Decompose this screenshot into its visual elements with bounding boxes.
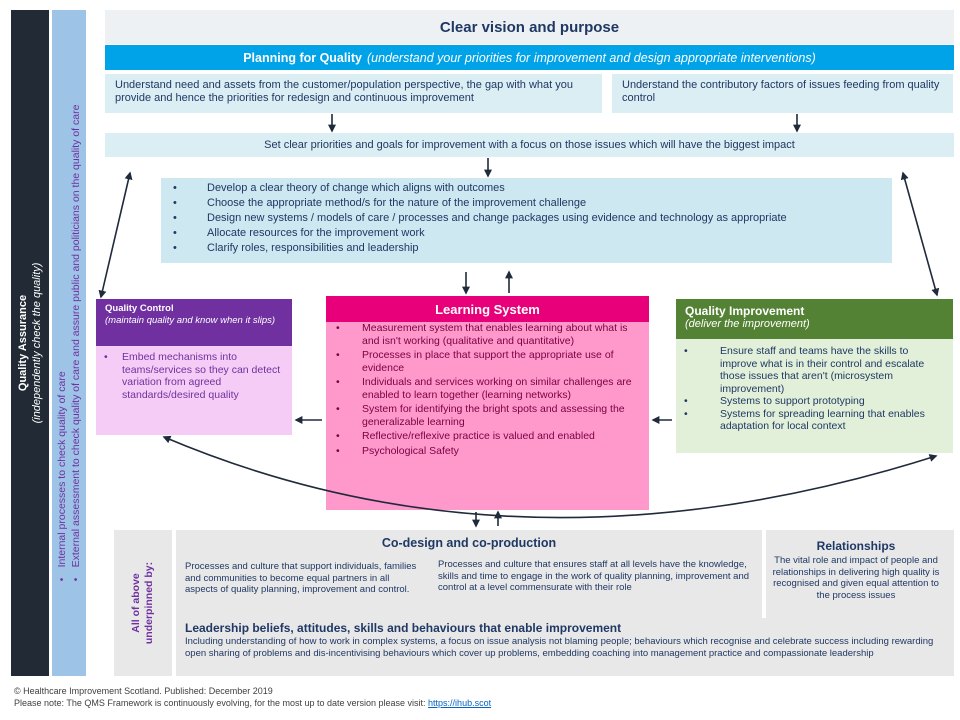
codesign-right-text: Processes and culture that ensures staff… [438,559,750,593]
bullet-mark: • [336,403,340,415]
internal-processes-text: •Internal processes to check quality of … [56,371,68,582]
list-item-text: Allocate resources for the improvement w… [207,227,425,239]
underpinned-label-box: All of above underpinned by: [114,530,172,676]
bullet-mark: • [173,182,177,194]
priorities-box: Set clear priorities and goals for impro… [105,133,954,157]
understand-factors-box: Understand the contributory factors of i… [612,74,953,113]
quality-improvement-subtitle: (deliver the improvement) [685,318,810,330]
arrow-priorities-to-qi [900,171,940,297]
relationships-title: Relationships [816,539,896,553]
list-item: • Choose the appropriate method/s for the… [171,197,882,210]
list-item: • Processes in place that support the app… [332,349,637,374]
quality-control-title: Quality Control [105,303,174,314]
relationships-box: Relationships The vital role and impact … [766,530,954,618]
list-item-text: Reflective/reflexive practice is valued … [362,430,595,442]
bullet-mark: • [684,345,688,357]
list-item: • Systems for spreading learning that ena… [676,408,945,433]
learning-system-header: Learning System [326,296,649,322]
quality-improvement-body: • Ensure staff and teams have the skills … [676,339,953,453]
list-item-text: Choose the appropriate method/s for the … [207,197,587,209]
codesign-box: Co-design and co-production Processes an… [176,530,762,618]
quality-control-subtitle: (maintain quality and know when it slips… [105,315,276,326]
quality-assurance-title: Quality Assurance [17,294,29,392]
bullet-mark: • [336,444,340,457]
footer-copyright: © Healthcare Improvement Scotland. Publi… [14,686,273,696]
list-item: • Reflective/reflexive practice is valued… [332,430,637,443]
list-item-text: Develop a clear theory of change which a… [207,182,505,194]
bullet-mark: • [336,349,340,361]
list-item-text: Systems to support prototyping [720,395,865,407]
quality-assurance-side-panel: •Internal processes to check quality of … [52,10,86,676]
clear-vision-title: Clear vision and purpose [439,18,620,36]
quality-improvement-header: Quality Improvement (deliver the improve… [676,299,953,339]
codesign-left-text: Processes and culture that support indiv… [185,561,417,595]
planning-for-quality-bar: Planning for Quality (understand your pr… [105,45,954,70]
understand-factors-text: Understand the contributory factors of i… [622,79,940,104]
planning-title: Planning for Quality [243,50,362,65]
list-item-text: Individuals and services working on simi… [362,376,632,401]
list-item-text: Psychological Safety [362,444,459,457]
list-item: • Systems to support prototyping [676,395,945,408]
list-item-text: Systems for spreading learning that enab… [720,407,925,433]
planning-subtitle: (understand your priorities for improvem… [366,50,816,65]
codesign-title: Co-design and co-production [381,536,557,550]
bullet-mark: • [336,376,340,388]
external-assessment-text: •External assessment to check quality of… [70,104,82,582]
understand-need-text: Understand need and assets from the cust… [115,79,573,104]
bullet-mark: • [336,322,340,334]
learning-system-body: • Measurement system that enables learnin… [326,322,649,510]
theory-of-change-box: • Develop a clear theory of change which … [161,178,892,263]
list-item-text: Embed mechanisms into teams/services so … [122,351,281,401]
list-item: • Individuals and services working on sim… [332,376,637,401]
list-item: • System for identifying the bright spots… [332,403,637,428]
list-item: • Develop a clear theory of change which … [171,182,882,195]
bullet-mark: • [173,212,177,224]
priorities-text: Set clear priorities and goals for impro… [264,138,795,151]
leadership-title: Leadership beliefs, attitudes, skills an… [185,621,622,635]
footer: © Healthcare Improvement Scotland. Publi… [14,685,914,709]
bullet-mark: • [173,242,177,254]
quality-assurance-subtitle: (independently check the quality) [31,262,43,424]
bullet-mark: • [104,351,108,363]
list-item-text: Measurement system that enables learning… [362,322,628,347]
clear-vision-box: Clear vision and purpose [105,10,954,44]
footer-note: Please note: The QMS Framework is contin… [14,698,492,708]
footer-link[interactable]: https://ihub.scot [428,698,492,708]
quality-improvement-title: Quality Improvement [685,304,805,318]
list-item: • Embed mechanisms into teams/services so… [104,351,284,401]
list-item-text: Ensure staff and teams have the skills t… [720,345,925,395]
list-item-text: Design new systems / models of care / pr… [207,212,787,224]
list-item-text: Clarify roles, responsibilities and lead… [207,242,419,254]
list-item-text: Processes in place that support the appr… [362,349,614,374]
relationships-text: The vital role and impact of people and … [772,555,940,601]
quality-control-header: Quality Control (maintain quality and kn… [96,299,292,346]
list-item-text: System for identifying the bright spots … [362,403,625,428]
list-item: • Ensure staff and teams have the skills … [676,345,945,395]
list-item: • Measurement system that enables learnin… [332,322,637,347]
understand-need-box: Understand need and assets from the cust… [105,74,602,113]
list-item: • Allocate resources for the improvement … [171,227,882,240]
leadership-text: Including understanding of how to work i… [185,636,934,659]
list-item: • Clarify roles, responsibilities and lea… [171,242,882,255]
list-item: • Design new systems / models of care / p… [171,212,882,225]
arrow-priorities-to-qc [98,171,133,299]
bullet-mark: • [173,227,177,239]
bullet-mark: • [336,430,340,442]
bullet-mark: • [173,197,177,209]
list-item: • Psychological Safety [332,445,637,458]
leadership-box: Leadership beliefs, attitudes, skills an… [176,618,954,676]
bullet-mark: • [684,407,688,420]
learning-system-title: Learning System [435,301,540,317]
underpinned-label: All of above underpinned by: [130,561,155,645]
bullet-mark: • [684,395,688,407]
quality-control-body: • Embed mechanisms into teams/services so… [96,346,292,435]
quality-assurance-bar: Quality Assurance (independently check t… [11,10,49,676]
